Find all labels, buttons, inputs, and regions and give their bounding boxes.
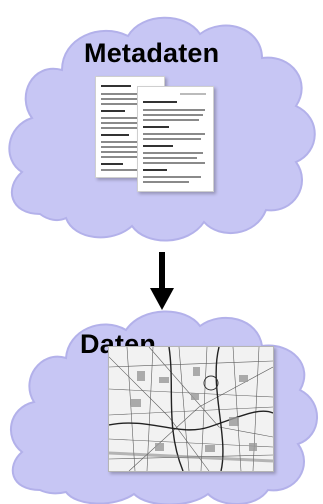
metadata-label: Metadaten — [84, 38, 220, 68]
metadata-document-icon — [137, 86, 214, 192]
arrow-down-icon — [150, 252, 174, 310]
city-map-icon — [108, 346, 274, 472]
